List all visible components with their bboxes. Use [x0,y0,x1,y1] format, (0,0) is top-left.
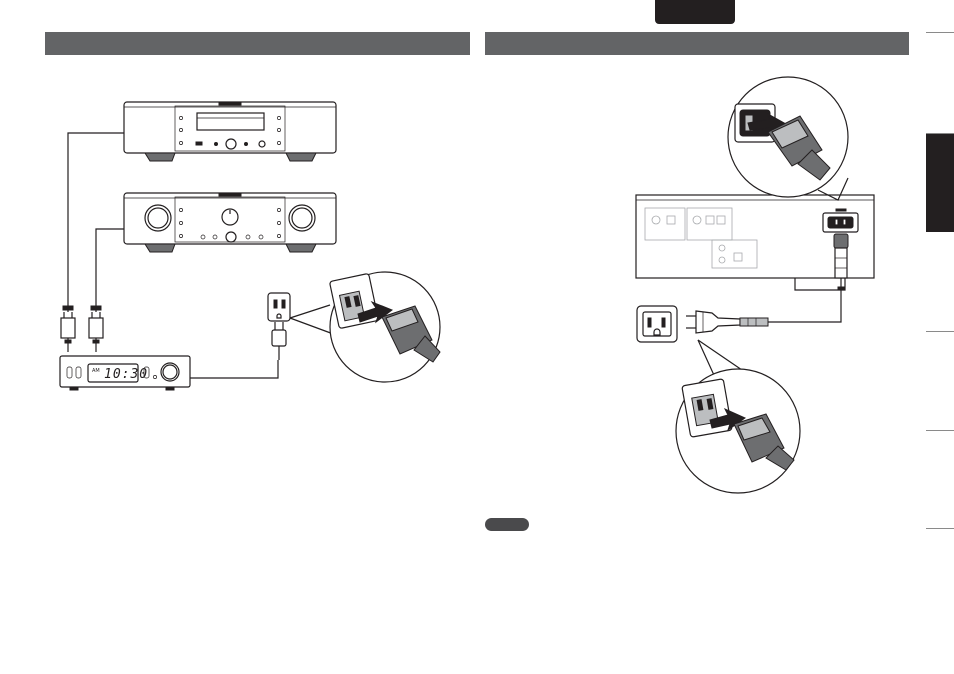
timer-unit: AM 10:30 [59,355,191,391]
amplifier-illustration [123,192,337,253]
cd-player-illustration [123,101,337,162]
power-plug-amplifier [88,305,104,352]
side-navigation [926,32,954,630]
timer-clock-display: 10:30 [104,367,148,382]
side-tab-5[interactable] [926,431,954,529]
timer-am-label: AM [92,368,100,374]
plug-insert-zoom-left [329,271,441,383]
note-label [485,518,529,531]
side-tab-1[interactable] [926,33,954,134]
power-plug-cd [60,305,76,352]
iec-insert-zoom [727,76,849,198]
section-header-right [485,32,909,55]
wall-outlet-right [636,305,678,343]
iec-power-cord [768,233,849,323]
language-tab[interactable] [655,0,735,24]
side-tab-3[interactable] [926,232,954,332]
outlet-plug-icon [271,322,287,360]
wall-outlet-icon [267,292,291,322]
section-header-left [45,32,470,55]
side-tab-4[interactable] [926,332,954,431]
ac-plug-horizontal [686,310,769,334]
plug-insert-zoom-right [675,368,801,494]
side-tab-2[interactable] [926,134,954,232]
